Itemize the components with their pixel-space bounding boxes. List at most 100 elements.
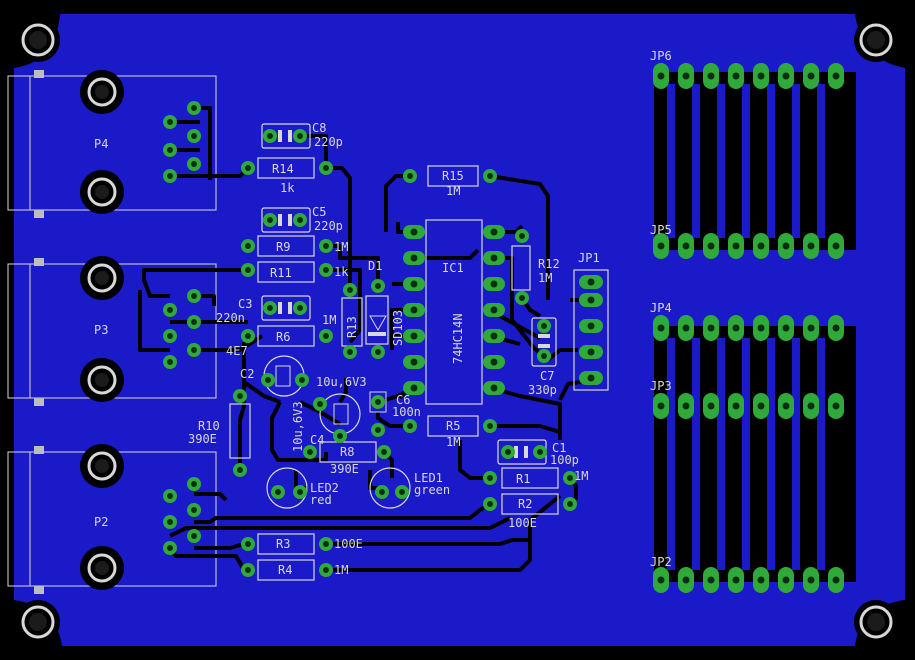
- pad-hole: [191, 133, 197, 139]
- label-C2: C2: [240, 367, 254, 381]
- pad-hole: [337, 433, 343, 439]
- label-R6: R6: [276, 330, 290, 344]
- pad-hole: [399, 489, 405, 495]
- pad-hole: [682, 402, 690, 410]
- pad-hole: [541, 353, 547, 359]
- pad-hole: [167, 493, 173, 499]
- pad-hole: [732, 72, 740, 80]
- pad-hole: [487, 501, 493, 507]
- pad-hole: [832, 576, 840, 584]
- pad-hole: [567, 475, 573, 481]
- label-LED2: LED2: [310, 481, 339, 495]
- label-C4: C4: [310, 433, 324, 447]
- pad-hole: [323, 567, 329, 573]
- label-C3: C3: [238, 297, 252, 311]
- pad-hole: [245, 267, 251, 273]
- pad-hole: [832, 324, 840, 332]
- pad-hole: [657, 576, 665, 584]
- pad-hole: [245, 567, 251, 573]
- pad-hole: [167, 147, 173, 153]
- pad-hole: [375, 427, 381, 433]
- pad-hole: [757, 242, 765, 250]
- pad-hole: [657, 242, 665, 250]
- pad-hole: [191, 161, 197, 167]
- pad-hole: [323, 243, 329, 249]
- label-R10: R10: [198, 419, 220, 433]
- label-IC1-value: 74HC14N: [451, 313, 465, 364]
- pad-hole: [375, 349, 381, 355]
- pad-hole: [410, 228, 418, 236]
- pad-hole: [757, 324, 765, 332]
- pad-hole: [587, 348, 595, 356]
- pad-hole: [707, 324, 715, 332]
- pad-hole: [782, 72, 790, 80]
- pad-hole: [707, 576, 715, 584]
- pad-hole: [567, 501, 573, 507]
- label-R6b-value: 1M: [322, 313, 336, 327]
- pad-hole: [323, 541, 329, 547]
- label-C7-value: 330p: [528, 383, 557, 397]
- pad-hole: [323, 165, 329, 171]
- pad-hole: [191, 319, 197, 325]
- pad-hole: [381, 449, 387, 455]
- connector-tabs: [34, 70, 44, 594]
- pad-hole: [297, 489, 303, 495]
- pad-hole: [410, 358, 418, 366]
- label-JP3: JP3: [650, 379, 672, 393]
- label-C1: C1: [552, 441, 566, 455]
- pad-hole: [167, 307, 173, 313]
- pad-hole: [267, 217, 273, 223]
- pad-hole: [519, 233, 525, 239]
- label-R5: R5: [446, 419, 460, 433]
- pad-hole: [317, 401, 323, 407]
- pad-hole: [490, 332, 498, 340]
- label-C6: C6: [396, 393, 410, 407]
- pad-hole: [487, 423, 493, 429]
- pad-hole: [237, 393, 243, 399]
- pad-hole: [167, 333, 173, 339]
- pad-hole: [237, 467, 243, 473]
- pad-hole: [490, 254, 498, 262]
- pad-hole: [782, 576, 790, 584]
- pad-hole: [410, 384, 418, 392]
- pad-hole: [245, 541, 251, 547]
- label-JP6: JP6: [650, 49, 672, 63]
- pad-hole: [323, 333, 329, 339]
- label-R4-value: 1M: [334, 563, 348, 577]
- pad-hole: [267, 133, 273, 139]
- pad-hole: [167, 173, 173, 179]
- pad-hole: [297, 133, 303, 139]
- label-R15-value: 1M: [446, 184, 460, 198]
- pad-hole: [297, 217, 303, 223]
- pad-hole: [807, 324, 815, 332]
- pad-hole: [490, 306, 498, 314]
- label-R12: R12: [538, 257, 560, 271]
- label-C2-value: 10u,6V3: [291, 401, 305, 452]
- mount-hole-bottom-left: [16, 600, 60, 644]
- pad-hole: [587, 296, 595, 304]
- pad-hole: [245, 165, 251, 171]
- pad-hole: [782, 324, 790, 332]
- label-R2: R2: [518, 497, 532, 511]
- pad-hole: [657, 402, 665, 410]
- label-R11: R11: [270, 266, 292, 280]
- pad-hole: [541, 323, 547, 329]
- pad-hole: [782, 402, 790, 410]
- label-C4-value: 10u,6V3: [316, 375, 367, 389]
- label-R10-value: 390E: [188, 432, 217, 446]
- pad-hole: [682, 576, 690, 584]
- header-bus-gaps: [667, 84, 825, 570]
- pad-hole: [707, 402, 715, 410]
- label-LED2-value: red: [310, 493, 332, 507]
- label-C6-value: 100n: [392, 405, 421, 419]
- pad-hole: [167, 359, 173, 365]
- pad-hole: [323, 267, 329, 273]
- pad-hole: [657, 72, 665, 80]
- pad-hole: [707, 242, 715, 250]
- label-R9-value: 1M: [334, 240, 348, 254]
- pad-hole: [307, 449, 313, 455]
- label-R14: R14: [272, 162, 294, 176]
- connector-label-P3: P3: [94, 323, 108, 337]
- pad-hole: [375, 283, 381, 289]
